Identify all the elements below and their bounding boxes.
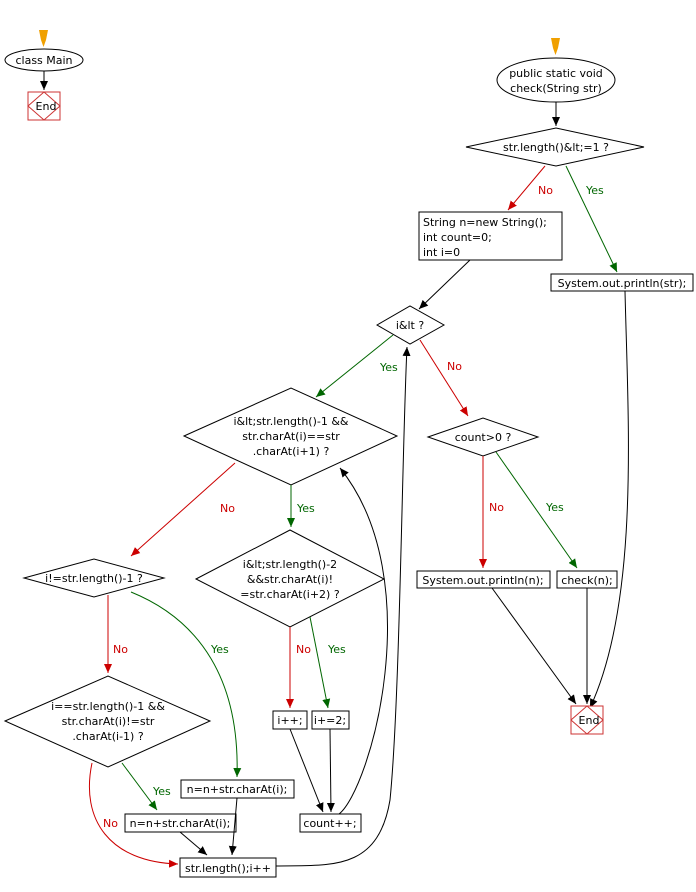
init-line2: int count=0;	[423, 231, 492, 244]
edge-cond-d-yes	[121, 762, 158, 811]
check-end-node: End	[570, 705, 604, 735]
main-start-marker	[39, 30, 48, 47]
cond-c-label: i!=str.length()-1 ?	[45, 572, 143, 585]
edge-inc-i2-to-count	[326, 728, 335, 813]
inc-i2-box: i+=2;	[311, 710, 350, 730]
label-no-4: No	[220, 502, 235, 515]
class-main-node: class Main	[4, 48, 84, 72]
edge-print-n-to-end	[491, 587, 577, 705]
inc-i-box: i++;	[272, 710, 308, 730]
cond-length-label: str.length()&lt;=1 ?	[503, 141, 609, 154]
check-start-marker	[551, 38, 560, 55]
inc-i2-label: i+=2;	[314, 714, 346, 727]
cond-a-diamond: i&lt;str.length()-1 && str.charAt(i)==st…	[182, 387, 399, 486]
edge-cond-a-no	[130, 462, 236, 557]
cond-d-line3: .charAt(i-1) ?	[72, 730, 144, 743]
cond-a-line2: str.charAt(i)==str	[242, 430, 340, 443]
main-end-node: End	[27, 91, 61, 121]
check-end-label: End	[579, 714, 600, 727]
label-yes-6: Yes	[210, 643, 229, 656]
edge-append1-to-step	[228, 797, 238, 856]
loop-cond-label: i&lt ?	[396, 319, 424, 332]
edge-append2-to-step	[179, 831, 208, 856]
label-no-1: No	[538, 184, 553, 197]
edge-count-back-to-cond-a	[338, 467, 388, 815]
edge-count-yes	[495, 451, 578, 569]
edge-cond-d-no	[88, 762, 179, 868]
print-str-box: System.out.println(str);	[550, 273, 694, 292]
init-line1: String n=new String();	[423, 216, 547, 229]
cond-a-line3: .charAt(i+1) ?	[253, 445, 330, 458]
append2-box: n=n+str.charAt(i);	[124, 813, 237, 833]
edge-cond-c-yes	[130, 591, 242, 778]
loop-step-label: str.length();i++	[185, 862, 271, 875]
label-yes-1: Yes	[585, 184, 604, 197]
check-start-line2: check(String str)	[510, 82, 602, 95]
count-inc-box: count++;	[299, 813, 362, 833]
edge-step-back-to-loop	[275, 346, 411, 867]
label-no-7: No	[103, 817, 118, 830]
label-yes-7: Yes	[152, 785, 171, 798]
edge-cond-length-no	[507, 165, 546, 211]
append1-label: n=n+str.charAt(i);	[187, 783, 288, 796]
cond-a-line1: i&lt;str.length()-1 &&	[233, 415, 348, 428]
loop-step-box: str.length();i++	[179, 857, 277, 878]
append2-label: n=n+str.charAt(i);	[130, 817, 231, 830]
label-no-3: No	[489, 501, 504, 514]
edge-inc-i-to-count	[289, 728, 324, 813]
inc-i-label: i++;	[277, 714, 302, 727]
init-box: String n=new String(); int count=0; int …	[418, 211, 563, 261]
main-end-label: End	[36, 100, 57, 113]
label-no-6: No	[113, 643, 128, 656]
cond-b-line2: &&str.charAt(i)!	[247, 573, 333, 586]
label-yes-5: Yes	[327, 643, 346, 656]
cond-b-line1: i&lt;str.length()-2	[243, 558, 337, 571]
cond-length-diamond: str.length()&lt;=1 ?	[465, 127, 645, 167]
label-no-5: No	[296, 643, 311, 656]
label-yes-2: Yes	[379, 361, 398, 374]
cond-c-diamond: i!=str.length()-1 ?	[22, 558, 166, 598]
cond-d-line1: i==str.length()-1 &&	[51, 700, 165, 713]
edge-print-str-to-end	[589, 290, 629, 709]
cond-d-diamond: i==str.length()-1 && str.charAt(i)!=str …	[3, 675, 212, 768]
label-yes-3: Yes	[545, 501, 564, 514]
print-str-label: System.out.println(str);	[558, 277, 687, 290]
recurse-label: check(n);	[561, 574, 612, 587]
print-n-box: System.out.println(n);	[416, 570, 551, 589]
cond-b-diamond: i&lt;str.length()-2 &&str.charAt(i)! =st…	[194, 529, 386, 628]
edge-init-to-loop	[418, 259, 471, 310]
class-main-label: class Main	[15, 54, 72, 67]
cond-d-line2: str.charAt(i)!=str	[62, 715, 155, 728]
print-n-label: System.out.println(n);	[422, 574, 543, 587]
count-cond-label: count>0 ?	[455, 431, 512, 444]
edge-cond-b-yes	[309, 616, 331, 709]
init-line3: int i=0	[423, 246, 460, 259]
label-no-2: No	[447, 360, 462, 373]
recurse-box: check(n);	[556, 570, 618, 589]
count-inc-label: count++;	[303, 817, 356, 830]
append1-box: n=n+str.charAt(i);	[180, 779, 295, 799]
cond-b-line3: =str.charAt(i+2) ?	[240, 588, 340, 601]
check-start-node: public static void check(String str)	[496, 57, 616, 103]
edge-cond-length-yes	[565, 165, 618, 273]
loop-cond-diamond: i&lt ?	[375, 305, 446, 345]
edge-loop-no	[419, 339, 469, 417]
label-yes-4: Yes	[296, 502, 315, 515]
check-start-line1: public static void	[509, 67, 603, 80]
count-cond-diamond: count>0 ?	[426, 417, 540, 457]
edge-loop-yes	[315, 334, 394, 398]
